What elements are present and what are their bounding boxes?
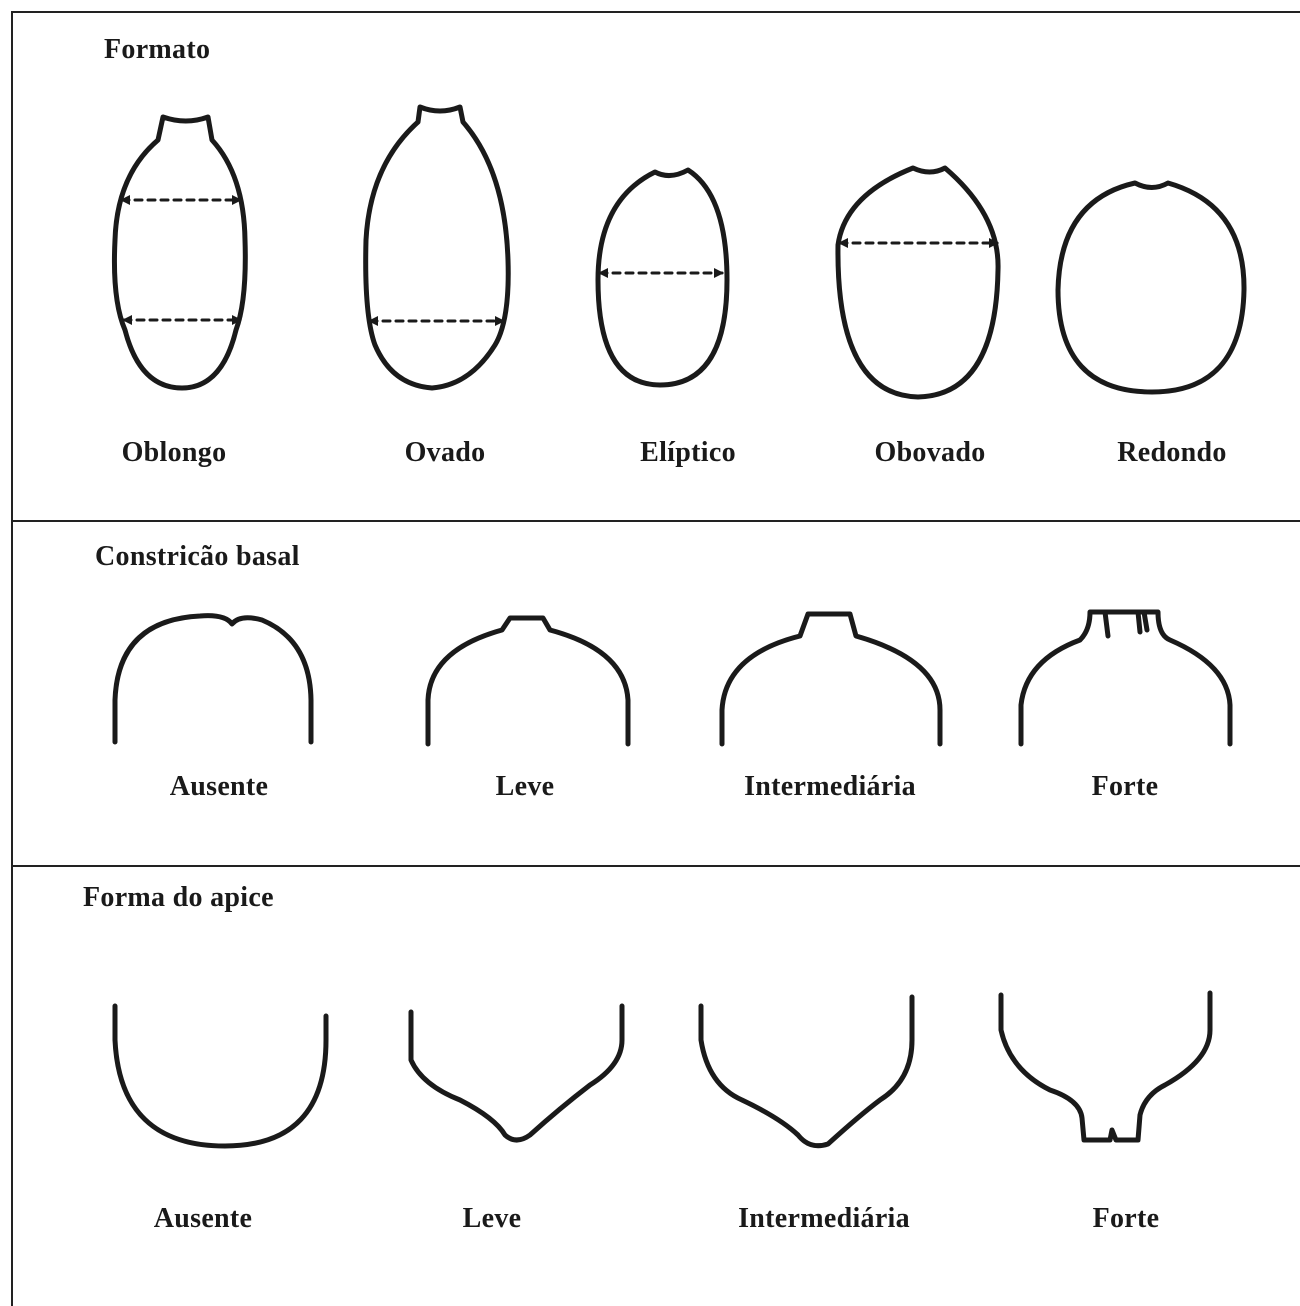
label-constricao-forte: Forte <box>1092 771 1159 803</box>
label-apice-ausente: Ausente <box>154 1203 253 1235</box>
shape-apice-ausente <box>115 1006 326 1146</box>
shape-eliptico <box>598 170 727 385</box>
shape-apice-forte <box>1001 993 1210 1140</box>
label-apice-leve: Leve <box>463 1203 522 1235</box>
label-apice-forte: Forte <box>1093 1203 1160 1235</box>
label-oblongo: Oblongo <box>122 437 227 469</box>
label-redondo: Redondo <box>1117 437 1226 469</box>
label-constricao-ausente: Ausente <box>170 771 269 803</box>
shape-apice-leve <box>411 1006 622 1140</box>
shape-ovado <box>366 107 509 388</box>
shape-redondo <box>1058 183 1244 392</box>
shape-constricao-ausente <box>115 616 311 742</box>
shape-constricao-intermediaria <box>722 614 940 744</box>
label-eliptico: Elíptico <box>640 437 736 469</box>
label-ovado: Ovado <box>405 437 486 469</box>
shape-oblongo <box>114 117 245 388</box>
shape-obovado <box>838 168 998 397</box>
shape-constricao-leve <box>428 618 628 744</box>
shape-constricao-forte <box>1021 612 1230 744</box>
shape-apice-intermediaria <box>701 997 912 1146</box>
label-constricao-intermediaria: Intermediária <box>744 771 916 803</box>
label-apice-intermediaria: Intermediária <box>738 1203 910 1235</box>
label-obovado: Obovado <box>874 437 985 469</box>
label-constricao-leve: Leve <box>496 771 555 803</box>
